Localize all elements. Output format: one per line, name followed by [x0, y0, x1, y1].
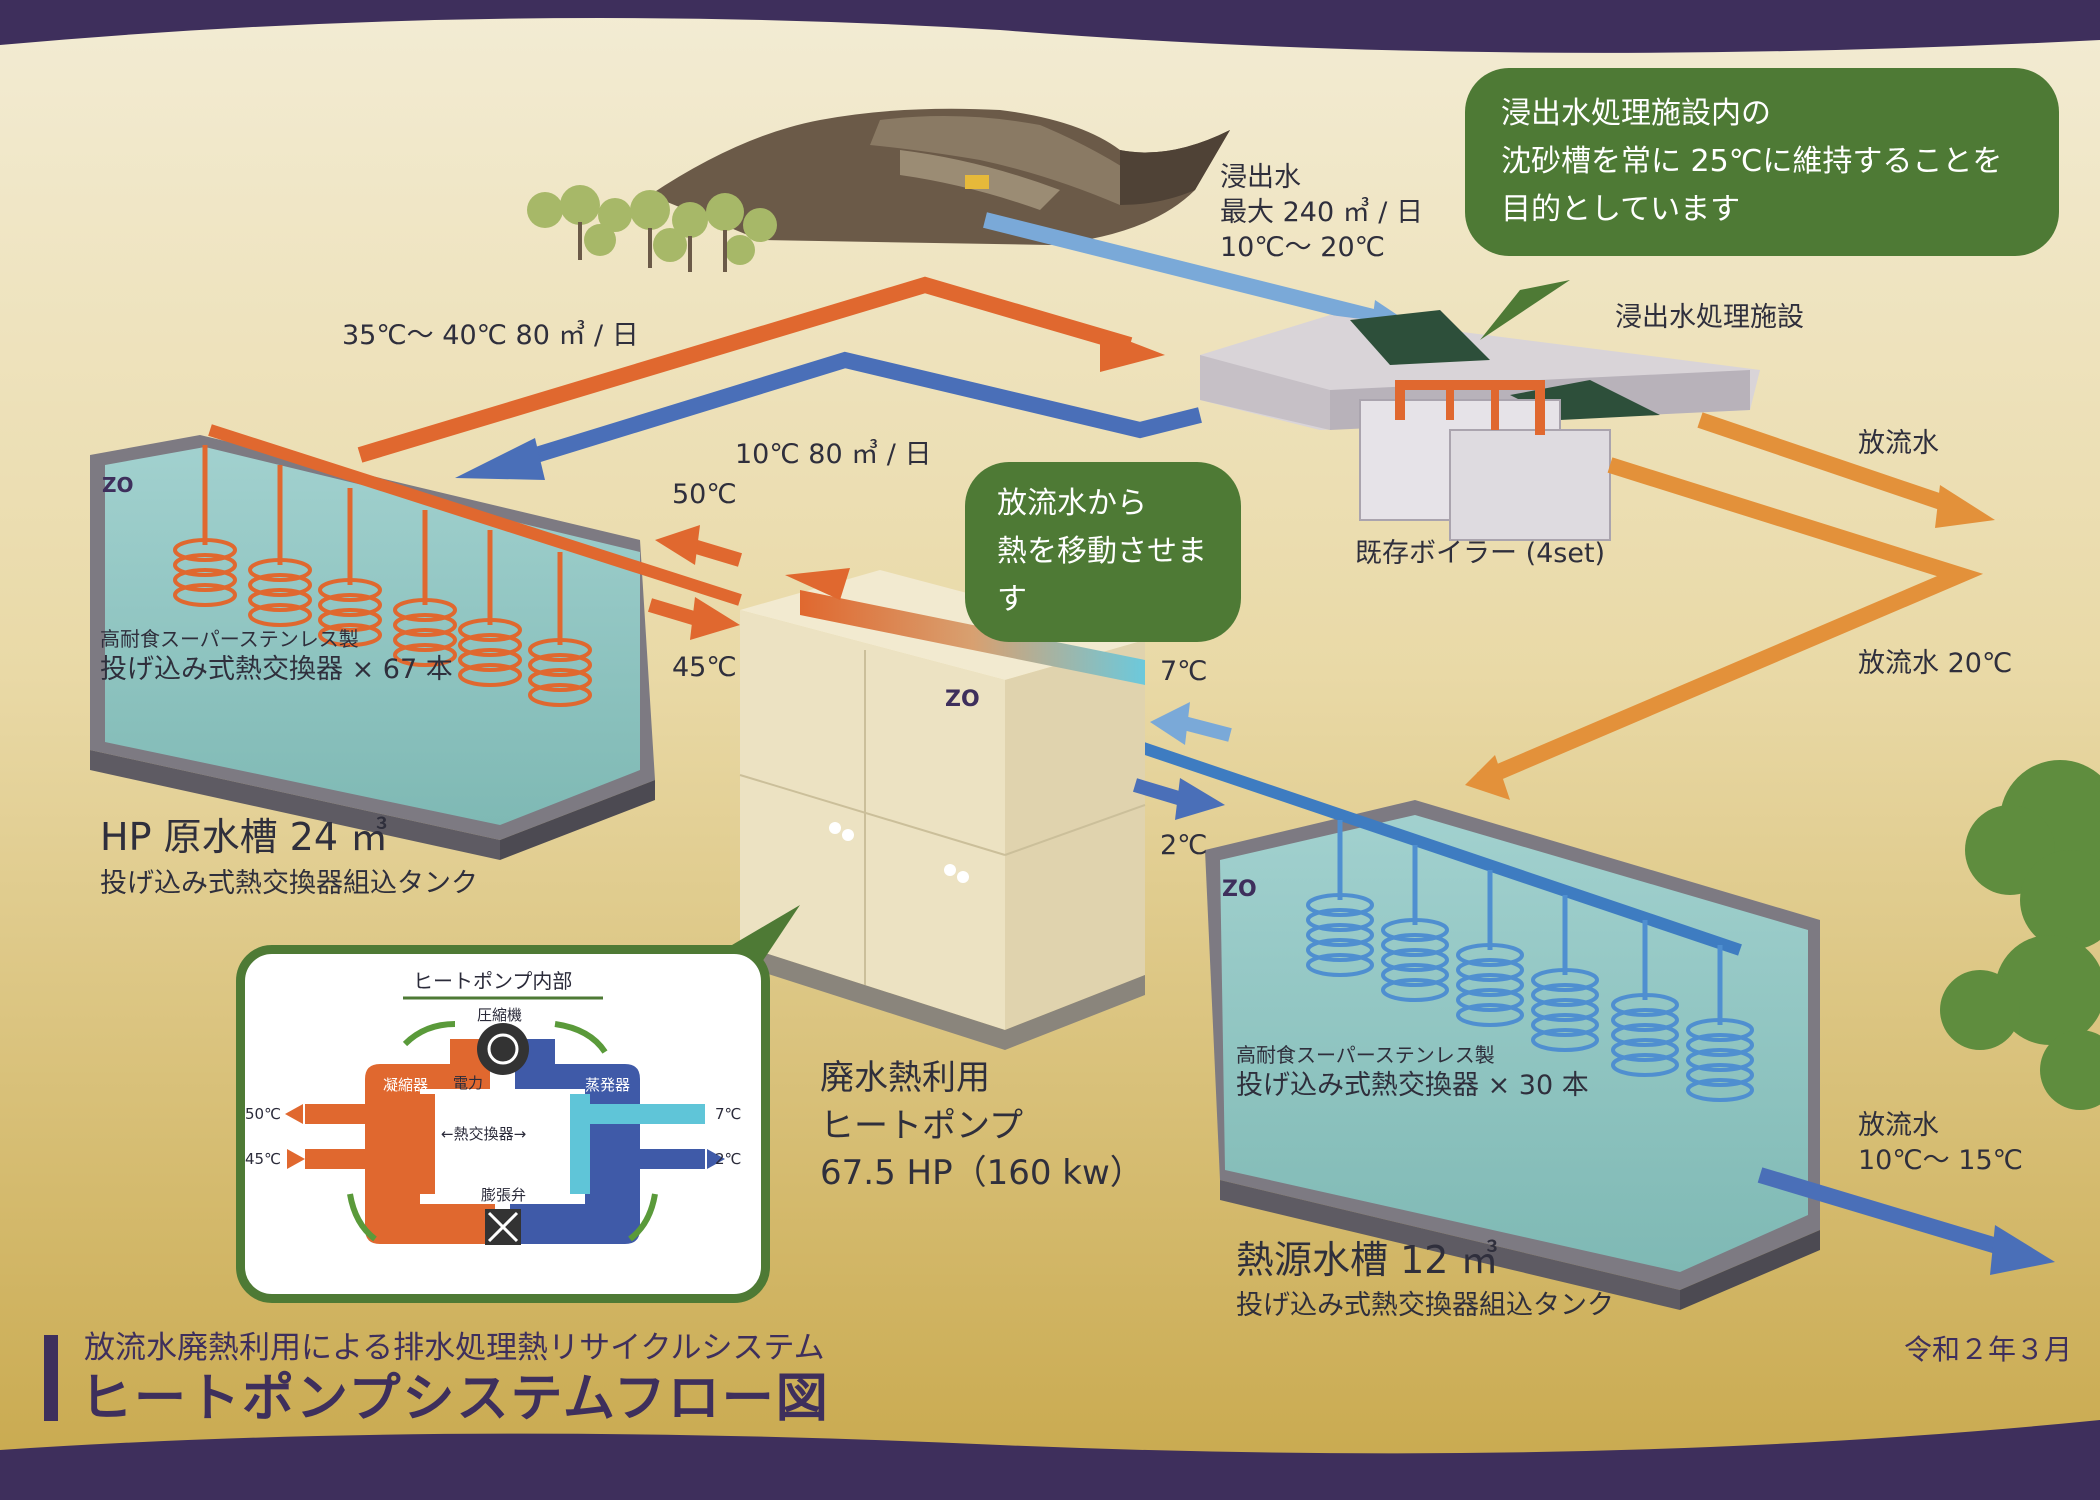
discharge-bottom-line: 放流水 [1858, 1110, 1939, 1141]
right-tank-illustration [1073, 719, 1820, 1310]
arrow-50c [687, 538, 743, 567]
heat-pump-line: 廃水熱利用 [820, 1058, 990, 1098]
title-accent-bar [44, 1335, 58, 1421]
left-tank-hx: 投げ込み式熱交換器 × 67 本 [100, 654, 453, 685]
temp-2-label: 2℃ [1160, 830, 1208, 861]
right-tank-hx-sub: 高耐食スーパーステンレス製 [1236, 1043, 1495, 1067]
temp-50-label: 50℃ [672, 479, 737, 510]
bubble-line: 目的としています [1501, 192, 1741, 227]
discharge-flow-arrowhead [1465, 755, 1510, 800]
right-tank-sub: 投げ込み式熱交換器組込タンク [1236, 1290, 1614, 1321]
heat-exchanger-label: ←熱交換器→ [441, 1125, 527, 1143]
landfill-hill-illustration [527, 108, 1230, 272]
top-right-bubble: 浸出水処理施設内の 沈砂槽を常に 25℃に維持することを 目的としています [1465, 68, 2059, 256]
compressor-label: 圧縮機 [477, 1006, 523, 1024]
leachate-label: 浸出水 最大 240 ㎥ / 日 10℃〜 20℃ [1220, 160, 1423, 265]
condenser-label: 凝縮器 [383, 1076, 429, 1094]
discharge-bottom-line [1757, 1167, 2013, 1258]
inset-temp-45: 45℃ [245, 1150, 281, 1168]
discharge-bottom-line: 10℃〜 15℃ [1858, 1145, 2023, 1177]
leachate-line: 10℃〜 20℃ [1220, 232, 1385, 264]
facility-label: 浸出水処理施設 [1615, 302, 1804, 333]
arrow-2c [1132, 778, 1188, 807]
bushes-illustration [1940, 760, 2100, 1110]
date-label: 令和２年３月 [1903, 1333, 2072, 1366]
leachate-flow-line [983, 212, 1387, 328]
evaporator-label: 蒸発器 [585, 1076, 631, 1094]
inset-title: ヒートポンプ内部 [413, 969, 573, 993]
discharge-out-arrowhead [1935, 485, 1995, 528]
inset-temp-50: 50℃ [245, 1105, 281, 1123]
inset-temp-7: 7℃ [715, 1105, 742, 1123]
leachate-line: 浸出水 [1220, 162, 1301, 193]
left-tank-illustration [90, 424, 742, 860]
treatment-facility-illustration [1200, 310, 1760, 541]
cold-flow-line [517, 351, 1202, 468]
left-tank-hx-sub: 高耐食スーパーステンレス製 [100, 627, 359, 651]
logo: ZO [102, 473, 134, 497]
bubble-tail-top [1480, 280, 1570, 340]
cold-flow-arrowhead [455, 438, 545, 480]
hot-flow-arrowhead [1100, 330, 1165, 372]
bottom-frame [0, 1420, 2100, 1500]
hot-flow-label: 35℃〜 40℃ 80 ㎥ / 日 [342, 320, 639, 351]
logo: ZO [1222, 877, 1257, 902]
arrow-hot-top [785, 568, 850, 600]
left-tank-sub: 投げ込み式熱交換器組込タンク [100, 868, 478, 899]
cold-flow-label: 10℃ 80 ㎥ / 日 [735, 439, 932, 470]
bubble-line: 放流水から [997, 486, 1147, 521]
bubble-line: 沈砂槽を常に 25℃に維持することを [1501, 144, 2003, 179]
temp-45-label: 45℃ [672, 652, 737, 683]
middle-bubble: 放流水から 熱を移動させます [965, 462, 1241, 642]
heat-pump-line: 67.5 HP（160 kw） [820, 1153, 1144, 1194]
bubble-line: 浸出水処理施設内の [1501, 96, 1771, 131]
heat-pump-line: ヒートポンプ [820, 1105, 1023, 1146]
bubble-line: 熱を移動させます [997, 534, 1207, 617]
heat-pump-interior-inset: ヒートポンプ内部 圧縮機 電力 凝縮器 蒸発器 ←熱交換器→ 膨張弁 50℃ 4… [236, 945, 770, 1303]
temp-7-label: 7℃ [1160, 656, 1208, 687]
page-subtitle: 放流水廃熱利用による排水処理熱リサイクルシステム [84, 1330, 825, 1366]
hot-flow-line [357, 276, 1133, 463]
arrow-7c [1178, 715, 1232, 742]
discharge-20-label: 放流水 20℃ [1858, 648, 2013, 679]
heat-pump-illustration [739, 570, 1146, 1050]
discharge-out-line [1697, 412, 1953, 513]
discharge-top-label: 放流水 [1858, 428, 1939, 459]
right-tank-title: 熱源水槽 12 ㎥ [1236, 1238, 1499, 1282]
power-label: 電力 [453, 1074, 484, 1092]
page-title: ヒートポンプシステムフロー図 [80, 1369, 830, 1429]
inset-art [285, 996, 725, 1245]
discharge-flow-line [1476, 457, 1984, 788]
discharge-bottom-arrowhead [1990, 1225, 2055, 1275]
discharge-bottom-label: 放流水 10℃〜 15℃ [1858, 1108, 2023, 1178]
top-frame [0, 0, 2100, 53]
boiler-label: 既存ボイラー (4set) [1355, 538, 1606, 569]
arrow-45c [647, 598, 703, 627]
left-tank-title: HP 原水槽 24 ㎥ [100, 815, 389, 859]
right-tank-hx: 投げ込み式熱交換器 × 30 本 [1236, 1070, 1589, 1101]
logo: ZO [945, 687, 980, 712]
heat-pump-label: 廃水熱利用 ヒートポンプ 67.5 HP（160 kw） [820, 1055, 1144, 1198]
expansion-valve-label: 膨張弁 [481, 1186, 527, 1204]
leachate-line: 最大 240 ㎥ / 日 [1220, 197, 1423, 229]
inset-temp-2: 2℃ [715, 1150, 742, 1168]
